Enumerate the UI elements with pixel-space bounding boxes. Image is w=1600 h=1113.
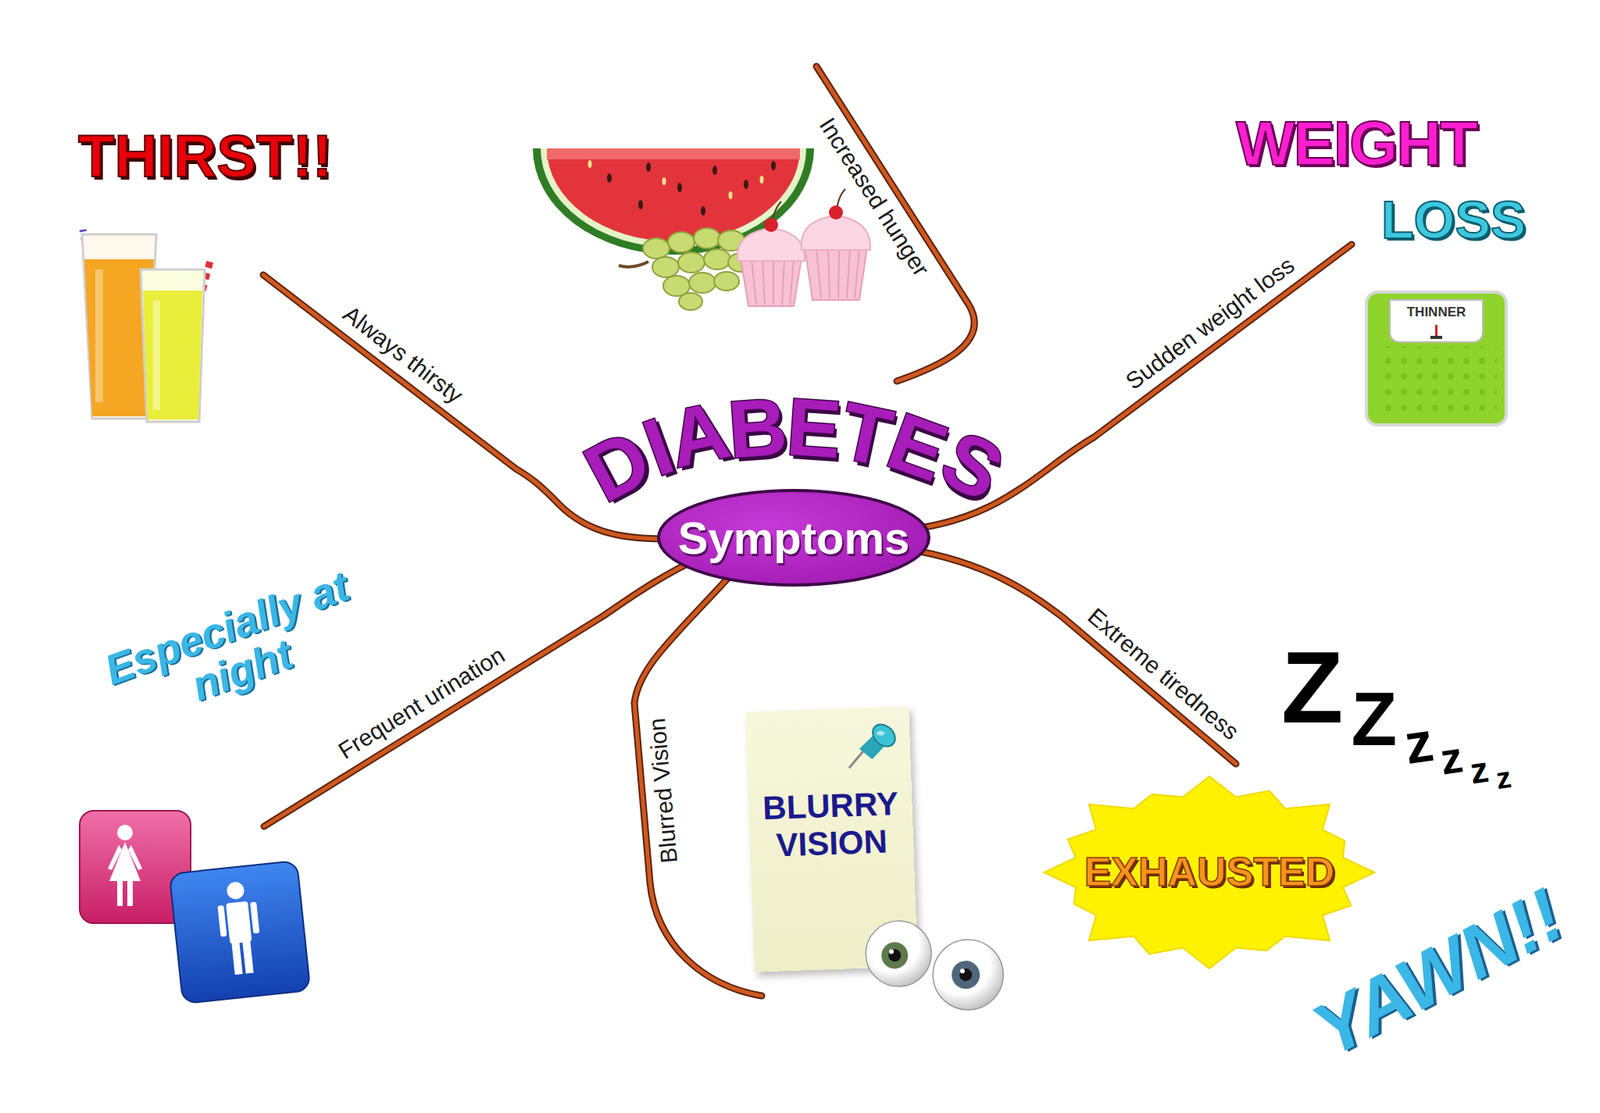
juice-glasses: [82, 229, 211, 422]
heading-letter: B: [725, 385, 790, 472]
sleep-zs: ZZzzzz: [1281, 636, 1519, 793]
branch-line: [634, 562, 762, 997]
main-heading: DIABETES: [588, 386, 1000, 468]
toilet-icons: [79, 810, 311, 1004]
shout-heading: WEIGHT: [1235, 109, 1477, 179]
grapes: [618, 228, 754, 311]
branch-label: Increased hunger: [814, 112, 936, 281]
starburst-outline: [1044, 776, 1375, 969]
push-pin: [839, 721, 904, 774]
branch-line: [890, 546, 1236, 765]
sleep-letter: Z: [1350, 682, 1397, 758]
branch-label: Frequent urination: [333, 642, 510, 766]
center-ellipse: DIABETESSymptoms: [657, 489, 931, 587]
branch-label: Always thirsty: [337, 300, 468, 409]
branch-label: Extreme tiredness: [1082, 602, 1244, 746]
cupcakes: [737, 189, 871, 307]
scale-text: THINNER: [1389, 304, 1483, 321]
sleep-letter: z: [1467, 751, 1491, 790]
center-text: Symptoms: [660, 513, 928, 564]
eyeballs: [853, 907, 1015, 1023]
note-text: Especially at night: [72, 553, 397, 744]
branch-line: [263, 275, 704, 540]
branch-line: [263, 275, 704, 540]
sleep-letter: Z: [1281, 636, 1343, 739]
shout-heading: THIRST!!: [78, 123, 333, 190]
shout-heading: LOSS: [1381, 190, 1526, 250]
branch-label: Sudden weight loss: [1120, 251, 1300, 396]
branch-line: [890, 244, 1352, 532]
note-text: BLURRY VISION: [748, 784, 915, 866]
sticky-note: BLURRY VISION: [745, 706, 918, 972]
branch-label: Blurred Vision: [643, 717, 684, 865]
branch-line: [634, 562, 762, 997]
bathroom-scale: THINNER: [1364, 290, 1508, 427]
starburst: EXHAUSTED: [1037, 775, 1382, 971]
sleep-letter: z: [1494, 762, 1514, 794]
sleep-letter: z: [1437, 735, 1466, 782]
starburst-text: EXHAUSTED: [1076, 850, 1343, 895]
heading-letter: E: [784, 385, 844, 472]
branch-line: [890, 546, 1236, 765]
sleep-letter: z: [1400, 713, 1437, 773]
